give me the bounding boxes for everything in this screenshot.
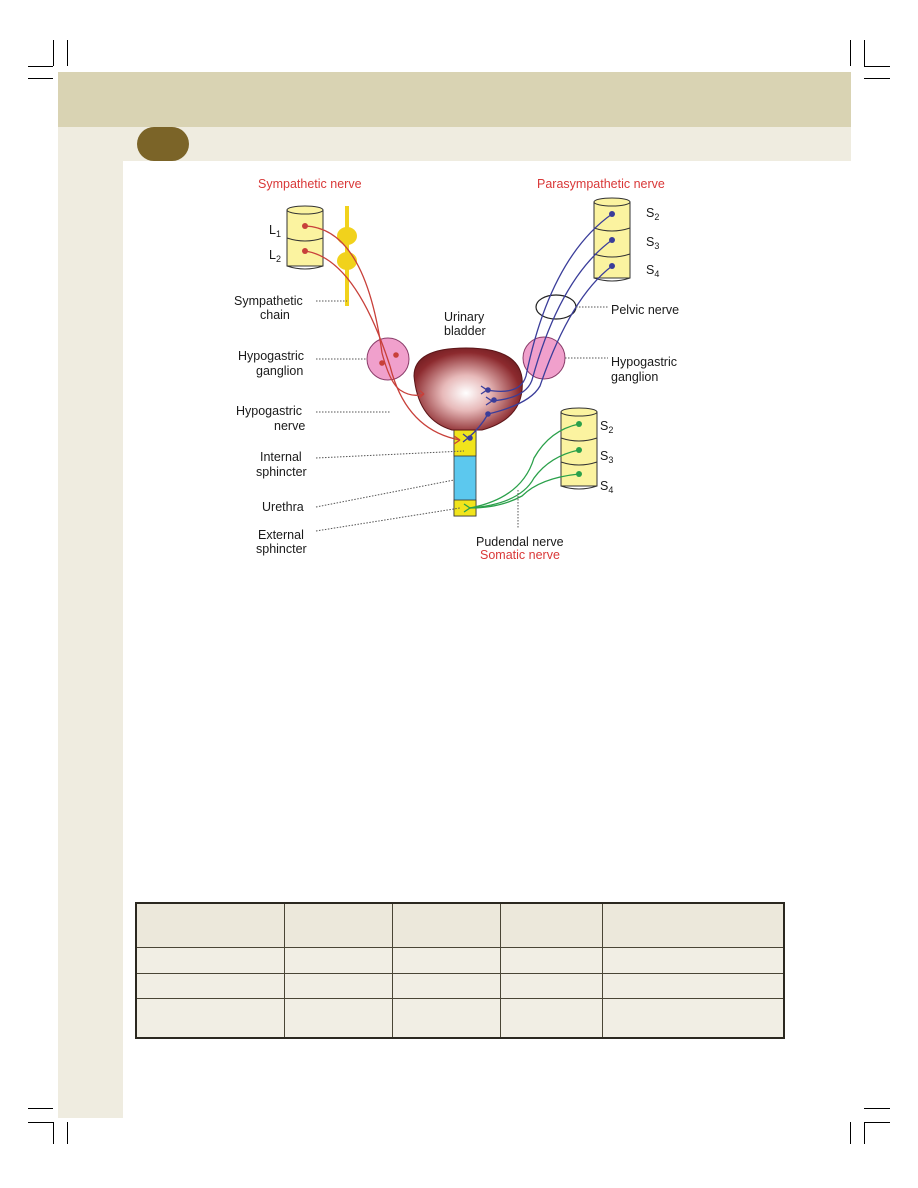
segment-label-s2-upper: S2	[646, 206, 659, 222]
header-band	[58, 72, 851, 127]
somatic-heading: Somatic nerve	[480, 548, 560, 562]
label-external-sphincter-1: External	[258, 528, 304, 542]
label-internal-sphincter-1: Internal	[260, 450, 302, 464]
table-row	[135, 946, 785, 974]
table-cell	[135, 997, 285, 1039]
label-urinary-bladder-1: Urinary	[444, 310, 485, 324]
label-hypogastric-ganglion-right-2: ganglion	[611, 370, 658, 384]
segment-label-l1: L1	[269, 223, 281, 239]
table-cell	[499, 997, 603, 1039]
segment-label-s4-upper: S4	[646, 263, 659, 279]
table-cell	[391, 997, 501, 1039]
label-sympathetic-chain-2: chain	[260, 308, 290, 322]
sympathetic-chain	[337, 206, 357, 306]
table-cell	[391, 946, 501, 974]
table-cell	[601, 902, 785, 948]
sympathetic-heading: Sympathetic nerve	[258, 177, 362, 191]
lumbar-vertebrae	[286, 205, 324, 270]
label-pudendal-nerve: Pudendal nerve	[476, 535, 564, 549]
segment-label-s4-lower: S4	[600, 479, 613, 495]
label-hypogastric-nerve-1: Hypogastric	[236, 404, 302, 418]
label-external-sphincter-2: sphincter	[256, 542, 307, 556]
label-hypogastric-ganglion-right-1: Hypogastric	[611, 355, 677, 369]
table-cell	[283, 972, 393, 999]
table-cell	[499, 946, 603, 974]
table-row	[135, 972, 785, 999]
segment-label-s3-lower: S3	[600, 449, 613, 465]
left-margin	[58, 161, 123, 1118]
segment-label-l2: L2	[269, 248, 281, 264]
bladder-innervation-diagram: Sympathetic nerve Parasympathetic nerve …	[234, 177, 679, 562]
label-urinary-bladder-2: bladder	[444, 324, 486, 338]
table-cell	[499, 972, 603, 999]
somatic-fibers	[463, 423, 580, 513]
table-cell	[601, 997, 785, 1039]
leader-lines	[315, 300, 608, 532]
table-cell	[391, 972, 501, 999]
label-hypogastric-ganglion-left-1: Hypogastric	[238, 349, 304, 363]
summary-table	[135, 902, 785, 1039]
subheader-band	[58, 127, 851, 161]
table-cell	[135, 902, 285, 948]
table-cell	[391, 902, 501, 948]
urinary-bladder	[413, 347, 523, 431]
table-header-row	[135, 902, 785, 948]
table-cell	[283, 946, 393, 974]
segment-label-s3-upper: S3	[646, 235, 659, 251]
table-cell	[283, 997, 393, 1039]
table-cell	[601, 972, 785, 999]
parasympathetic-heading: Parasympathetic nerve	[537, 177, 665, 191]
segment-label-s2-lower: S2	[600, 419, 613, 435]
parasympathetic-synapses	[467, 211, 615, 441]
chapter-marker	[137, 127, 189, 161]
label-sympathetic-chain-1: Sympathetic	[234, 294, 303, 308]
label-pelvic-nerve: Pelvic nerve	[611, 303, 679, 317]
label-internal-sphincter-2: sphincter	[256, 465, 307, 479]
table-cell	[499, 902, 603, 948]
table-row	[135, 997, 785, 1039]
table-cell	[135, 972, 285, 999]
sympathetic-fibers	[304, 225, 461, 445]
label-hypogastric-ganglion-left-2: ganglion	[256, 364, 303, 378]
sympathetic-synapses	[302, 223, 399, 366]
label-urethra: Urethra	[262, 500, 304, 514]
table-cell	[283, 902, 393, 948]
table-cell	[135, 946, 285, 974]
label-hypogastric-nerve-2: nerve	[274, 419, 305, 433]
somatic-synapses	[576, 421, 582, 477]
table-cell	[601, 946, 785, 974]
